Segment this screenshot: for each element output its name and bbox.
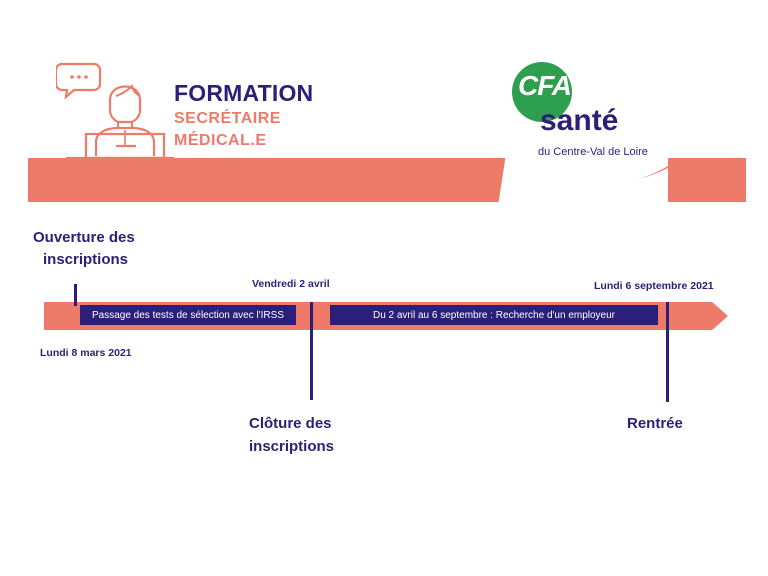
marker-start (666, 302, 669, 402)
event-closing-date: Vendredi 2 avril (252, 278, 330, 290)
formation-subtitle-line1: SECRÉTAIRE (174, 110, 281, 128)
logo-acronym: CFA (518, 70, 571, 102)
event-opening-label-line2: inscriptions (43, 250, 128, 270)
event-closing-label-line2: inscriptions (249, 437, 334, 457)
event-start-date: Lundi 6 septembre 2021 (594, 280, 714, 292)
event-opening-label-line1: Ouverture des (33, 228, 135, 248)
event-closing-label-line1: Clôture des (249, 414, 332, 434)
formation-subtitle-line2: MÉDICAL.E (174, 132, 267, 150)
logo-name: santé (540, 104, 618, 138)
receptionist-icon (56, 56, 176, 166)
marker-closing (310, 302, 313, 400)
logo-region: du Centre-Val de Loire (538, 146, 648, 158)
phase-selection-tests: Passage des tests de sélection avec l'IR… (80, 305, 296, 325)
formation-title: FORMATION (174, 80, 313, 107)
event-opening-date: Lundi 8 mars 2021 (40, 347, 132, 359)
cfa-sante-logo: CFA santé du Centre-Val de Loire (498, 58, 670, 206)
marker-opening (74, 284, 77, 306)
event-start-label: Rentrée (627, 414, 683, 434)
phase-employer-search: Du 2 avril au 6 septembre : Recherche d'… (330, 305, 658, 325)
speech-bubble-icon (56, 64, 100, 97)
